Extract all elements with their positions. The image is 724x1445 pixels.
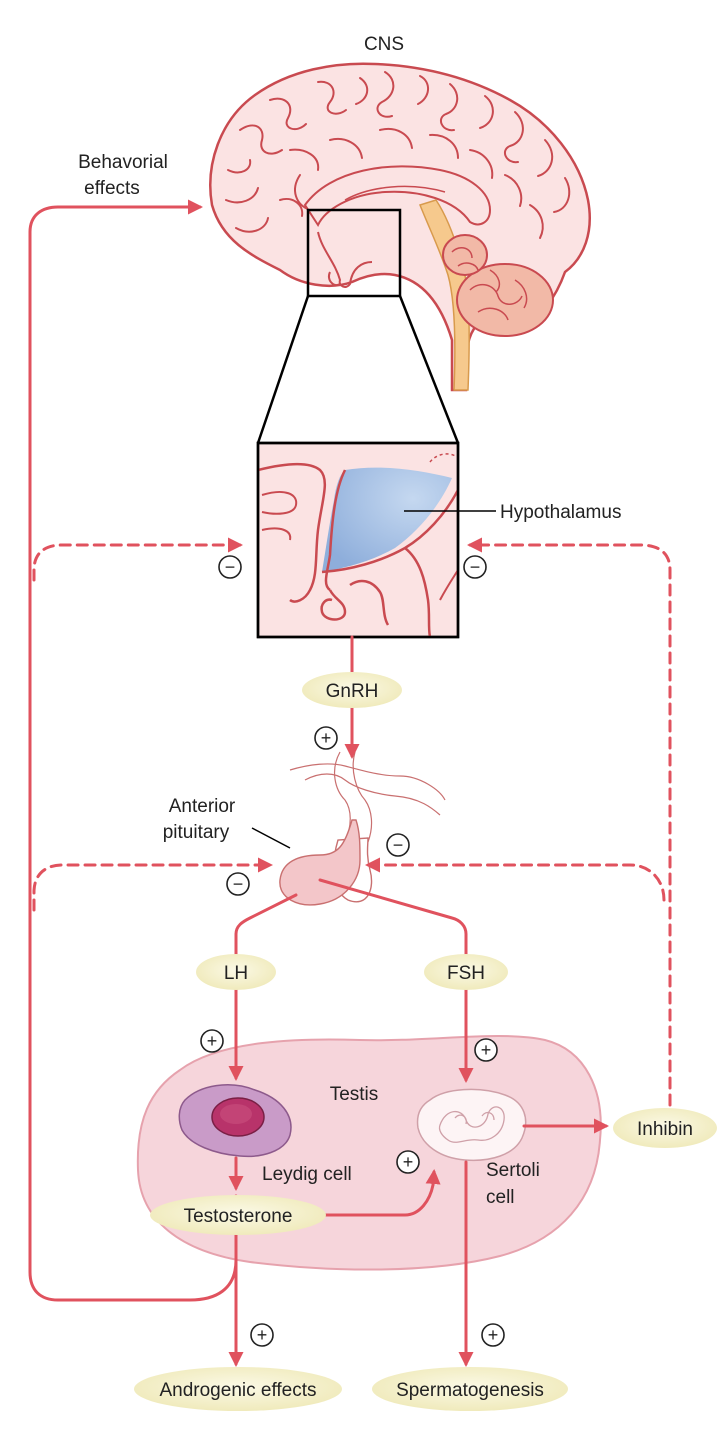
- lh-label: LH: [224, 963, 248, 984]
- sertoli-cell: [416, 1088, 527, 1162]
- zoom-line-right: [398, 295, 460, 444]
- fsh-pill: FSH: [424, 954, 508, 990]
- testosterone-label: Testosterone: [184, 1206, 293, 1227]
- arrow-testosterone-to-behavior: [28, 199, 238, 1302]
- pituitary-leader: [251, 827, 291, 849]
- svg-text:+: +: [481, 1040, 492, 1060]
- svg-text:+: +: [488, 1325, 499, 1345]
- androgenic-label: Androgenic effects: [159, 1380, 316, 1401]
- cns-title: CNS: [364, 34, 404, 55]
- plus-sign-fsh: +: [474, 1038, 498, 1062]
- hypothalamus-label: Hypothalamus: [500, 502, 621, 523]
- behavioral-label-line2: effects: [84, 178, 140, 199]
- feedback-inhibin-to-hypothalamus: [467, 537, 672, 1107]
- feedback-testosterone-to-pituitary: [32, 857, 273, 912]
- gnrh-label: GnRH: [326, 681, 379, 702]
- minus-sign-hypothalamus-right: −: [463, 555, 487, 579]
- brain-gyri: [225, 71, 571, 239]
- plus-sign-lh: +: [200, 1029, 224, 1053]
- inhibin-label: Inhibin: [637, 1119, 693, 1140]
- feedback-inhibin-to-pituitary: [365, 857, 666, 902]
- hormone-labels: GnRH LH FSH Inhibin Testosterone Androge…: [134, 672, 717, 1411]
- arrow-testosterone-to-sertoli: [320, 1169, 441, 1217]
- plus-sign-gnrh: +: [314, 726, 338, 750]
- plus-sign-testosterone-sertoli: +: [396, 1150, 420, 1174]
- testosterone-pill: Testosterone: [150, 1195, 326, 1235]
- svg-text:+: +: [321, 728, 332, 748]
- anterior-pituitary-label-line1: Anterior: [169, 796, 236, 817]
- lh-pill: LH: [196, 954, 276, 990]
- sign-markers: − − + − − + + +: [200, 555, 505, 1347]
- inhibitory-feedback: [32, 537, 672, 1107]
- diagram-labels: CNS Behavorial effects Hypothalamus Ante…: [78, 34, 621, 1208]
- anterior-pituitary-label-line2: pituitary: [163, 822, 230, 843]
- leydig-cell-label: Leydig cell: [262, 1164, 352, 1185]
- spermatogenesis-label: Spermatogenesis: [396, 1380, 544, 1401]
- svg-text:−: −: [393, 835, 404, 855]
- sertoli-label-line1: Sertoli: [486, 1160, 540, 1181]
- androgenic-pill: Androgenic effects: [134, 1367, 342, 1411]
- gnrh-pill: GnRH: [302, 672, 402, 708]
- stimulatory-arrows: [28, 199, 609, 1367]
- arrow-pituitary-to-fsh: [318, 878, 468, 960]
- arrow-pituitary-to-lh: [234, 893, 298, 960]
- feedback-testosterone-to-hypothalamus: [32, 537, 243, 582]
- svg-text:−: −: [225, 557, 236, 577]
- pituitary-illustration: [279, 751, 446, 906]
- svg-text:+: +: [257, 1325, 268, 1345]
- plus-sign-androgenic: +: [250, 1323, 274, 1347]
- hypothalamus-region: [322, 467, 452, 572]
- cerebellum: [442, 234, 554, 337]
- svg-text:−: −: [233, 874, 244, 894]
- testis-label: Testis: [330, 1084, 379, 1105]
- sertoli-label-line2: cell: [486, 1187, 515, 1208]
- anterior-pituitary-shape: [279, 819, 361, 906]
- spermatogenesis-pill: Spermatogenesis: [372, 1367, 568, 1411]
- hypothalamus-zoom: [256, 441, 460, 639]
- inhibin-pill: Inhibin: [613, 1108, 717, 1148]
- brain-zoom-box: [306, 208, 402, 298]
- fsh-label: FSH: [447, 963, 485, 984]
- corpus-callosum: [303, 165, 492, 228]
- behavioral-label-line1: Behavorial: [78, 152, 168, 173]
- minus-sign-pituitary-left: −: [226, 872, 250, 896]
- minus-sign-hypothalamus-left: −: [218, 555, 242, 579]
- minus-sign-pituitary-right: −: [386, 833, 410, 857]
- svg-text:+: +: [207, 1031, 218, 1051]
- svg-text:−: −: [470, 557, 481, 577]
- plus-sign-spermatogenesis: +: [481, 1323, 505, 1347]
- leydig-cell: [178, 1084, 292, 1158]
- svg-text:+: +: [403, 1152, 414, 1172]
- testis-body: [136, 1034, 602, 1271]
- zoom-line-left: [256, 295, 310, 444]
